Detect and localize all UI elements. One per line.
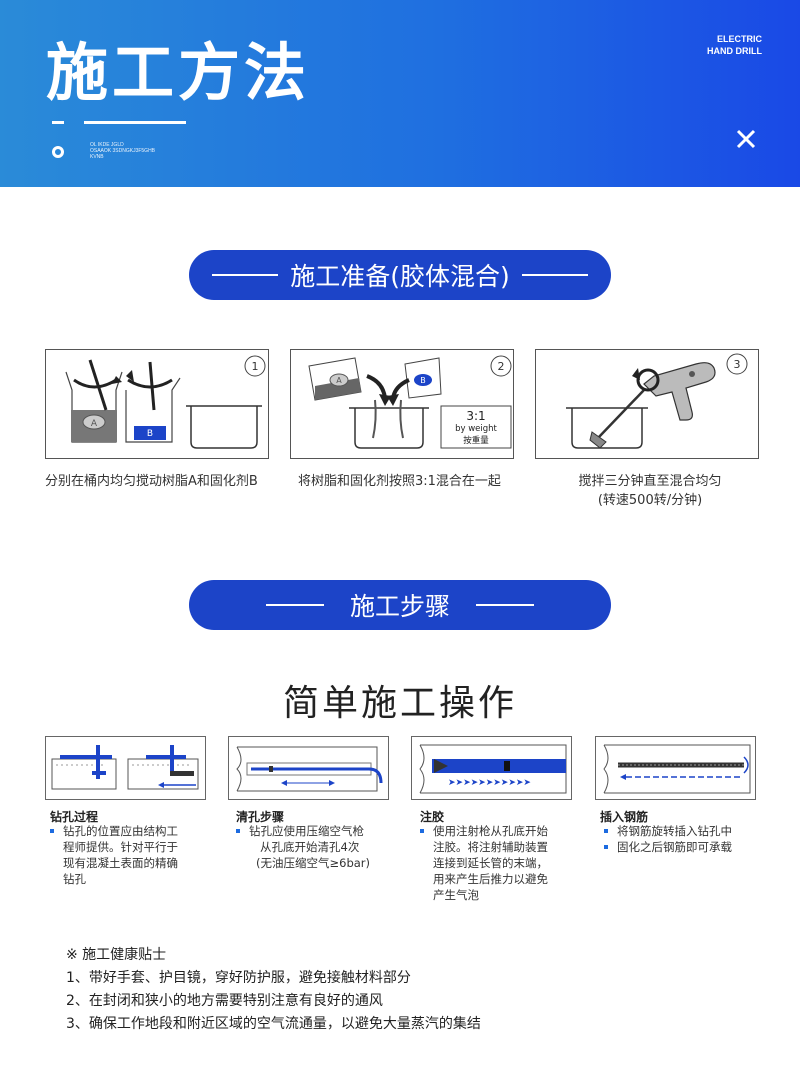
- mix-ratio-illustration: 2 A B 3:1 by weight 按重量: [308, 355, 512, 449]
- step-text: 从孔底开始清孔4次: [260, 840, 360, 854]
- rebar-insertion-illustration: [603, 744, 751, 794]
- bullet-icon: [604, 829, 608, 833]
- bullet-icon: [604, 845, 608, 849]
- label-b: B: [147, 429, 153, 439]
- step-text: 用来产生后推力以避免: [433, 872, 548, 886]
- label-a: A: [91, 419, 98, 429]
- step-text: 注胶。将注射辅助装置: [433, 840, 548, 854]
- step-text: 钻孔: [63, 872, 86, 886]
- step-text: 使用注射枪从孔底开始: [433, 824, 548, 838]
- ratio-cn: 按重量: [463, 435, 489, 446]
- hole-cleaning-illustration: [236, 746, 383, 792]
- prep-caption-2: 将树脂和固化剂按照3:1混合在一起: [298, 474, 501, 489]
- close-icon[interactable]: [735, 128, 757, 150]
- small-text-line-1: OL IKDE JGLD: [90, 142, 124, 148]
- step-text: (无油压缩空气≥6bar): [256, 856, 370, 870]
- banner-small-text: OL IKDE JGLD OSAAOK 3SDNGKJ3F5GHB KVNB: [90, 142, 155, 160]
- prep-panel-3: 3: [535, 349, 759, 459]
- tagline-line-2: HAND DRILL: [707, 46, 762, 56]
- tagline-line-1: ELECTRIC: [717, 34, 762, 44]
- drill-mixing-illustration: 3: [566, 353, 748, 449]
- step-text: 钻孔的位置应由结构工: [63, 824, 178, 838]
- step-text: 将钢筋旋转插入钻孔中: [617, 824, 732, 838]
- step-body-rebar: 将钢筋旋转插入钻孔中 固化之后钢筋即可承载: [604, 823, 732, 855]
- bullet-icon: [236, 829, 240, 833]
- label-b: B: [420, 376, 426, 385]
- prep-panel-1: 1 A B: [45, 349, 269, 459]
- step-title-cleaning: 清孔步骤: [236, 810, 285, 824]
- step-text: 钻孔应使用压缩空气枪: [249, 824, 364, 838]
- prep-caption-1: 分别在桶内均匀搅动树脂A和固化剂B: [45, 474, 258, 489]
- pill-line-right: [521, 274, 588, 276]
- step-text: 连接到延长管的末端，: [433, 856, 548, 870]
- ratio-text: 3:1: [466, 409, 485, 423]
- brand-tagline: ELECTRIC HAND DRILL: [707, 33, 762, 57]
- section-title-preparation: 施工准备(胶体混合): [290, 262, 510, 291]
- step-body-drilling: 钻孔的位置应由结构工 程师提供。针对平行于 现有混凝土表面的精确 钻孔: [50, 823, 178, 887]
- step-text: 固化之后钢筋即可承载: [617, 840, 732, 854]
- label-a: A: [336, 376, 342, 385]
- step-panel-drilling: [45, 736, 206, 800]
- step-text: 现有混凝土表面的精确: [63, 856, 178, 870]
- step-body-injection: 使用注射枪从孔底开始 注胶。将注射辅助装置 连接到延长管的末端， 用来产生后推力…: [420, 823, 548, 903]
- tips-item-1: 1、带好手套、护目镜，穿好防护服，避免接触材料部分: [66, 970, 411, 986]
- step-number-2: 2: [498, 360, 505, 373]
- ratio-unit: by weight: [455, 424, 497, 434]
- step-title-injection: 注胶: [420, 810, 445, 824]
- ring-icon: [52, 146, 64, 158]
- header-banner: 施工方法 ELECTRIC HAND DRILL OL IKDE JGLD OS…: [0, 0, 800, 187]
- small-text-line-2: OSAAOK 3SDNGKJ3F5GHB: [90, 148, 156, 154]
- step-panel-cleaning: [228, 736, 389, 800]
- steps-heading: 简单施工操作: [282, 683, 517, 724]
- bullet-icon: [50, 829, 54, 833]
- prep-panel-2: 2 A B 3:1 by weight 按重量: [290, 349, 514, 459]
- step-title-rebar: 插入钢筋: [600, 810, 649, 824]
- section-header-steps: 施工步骤: [189, 580, 611, 630]
- step-text: 产生气泡: [433, 888, 479, 902]
- decorative-line-long: [84, 121, 186, 124]
- decorative-line-short: [52, 121, 64, 124]
- step-title-drilling: 钻孔过程: [50, 810, 99, 824]
- pill-line-left: [265, 604, 324, 606]
- injection-illustration: ➤➤➤➤➤➤➤➤➤➤➤: [419, 744, 567, 794]
- pill-line-right: [476, 604, 534, 606]
- step-panel-injection: ➤➤➤➤➤➤➤➤➤➤➤: [411, 736, 572, 800]
- prep-caption-3: 搅拌三分钟直至混合均匀 (转速500转/分钟): [545, 472, 755, 510]
- prep-caption-3-line-1: 搅拌三分钟直至混合均匀: [578, 474, 722, 489]
- stir-buckets-illustration: 1 A B: [65, 355, 266, 449]
- page-title: 施工方法: [46, 36, 311, 109]
- section-title-steps: 施工步骤: [349, 592, 450, 621]
- step-text: 程师提供。针对平行于: [63, 840, 178, 854]
- step-body-cleaning: 钻孔应使用压缩空气枪 从孔底开始清孔4次 (无油压缩空气≥6bar): [236, 823, 370, 871]
- drilling-illustration: [51, 745, 199, 790]
- tips-item-3: 3、确保工作地段和附近区域的空气流通量，以避免大量蒸汽的集结: [66, 1016, 481, 1032]
- step-number-1: 1: [252, 360, 259, 373]
- section-header-preparation: 施工准备(胶体混合): [189, 250, 611, 300]
- tips-title: ※ 施工健康贴士: [66, 947, 167, 963]
- small-text-line-3: KVNB: [90, 154, 104, 160]
- svg-text:➤➤➤➤➤➤➤➤➤➤➤: ➤➤➤➤➤➤➤➤➤➤➤: [448, 778, 531, 788]
- step-number-3: 3: [734, 358, 741, 371]
- health-tips: ※ 施工健康贴士 1、带好手套、护目镜，穿好防护服，避免接触材料部分 2、在封闭…: [66, 944, 481, 1036]
- pill-line-left: [212, 274, 279, 276]
- step-panel-rebar: [595, 736, 756, 800]
- tips-item-2: 2、在封闭和狭小的地方需要特别注意有良好的通风: [66, 993, 383, 1009]
- prep-caption-3-line-2: (转速500转/分钟): [597, 493, 703, 508]
- bullet-icon: [420, 829, 424, 833]
